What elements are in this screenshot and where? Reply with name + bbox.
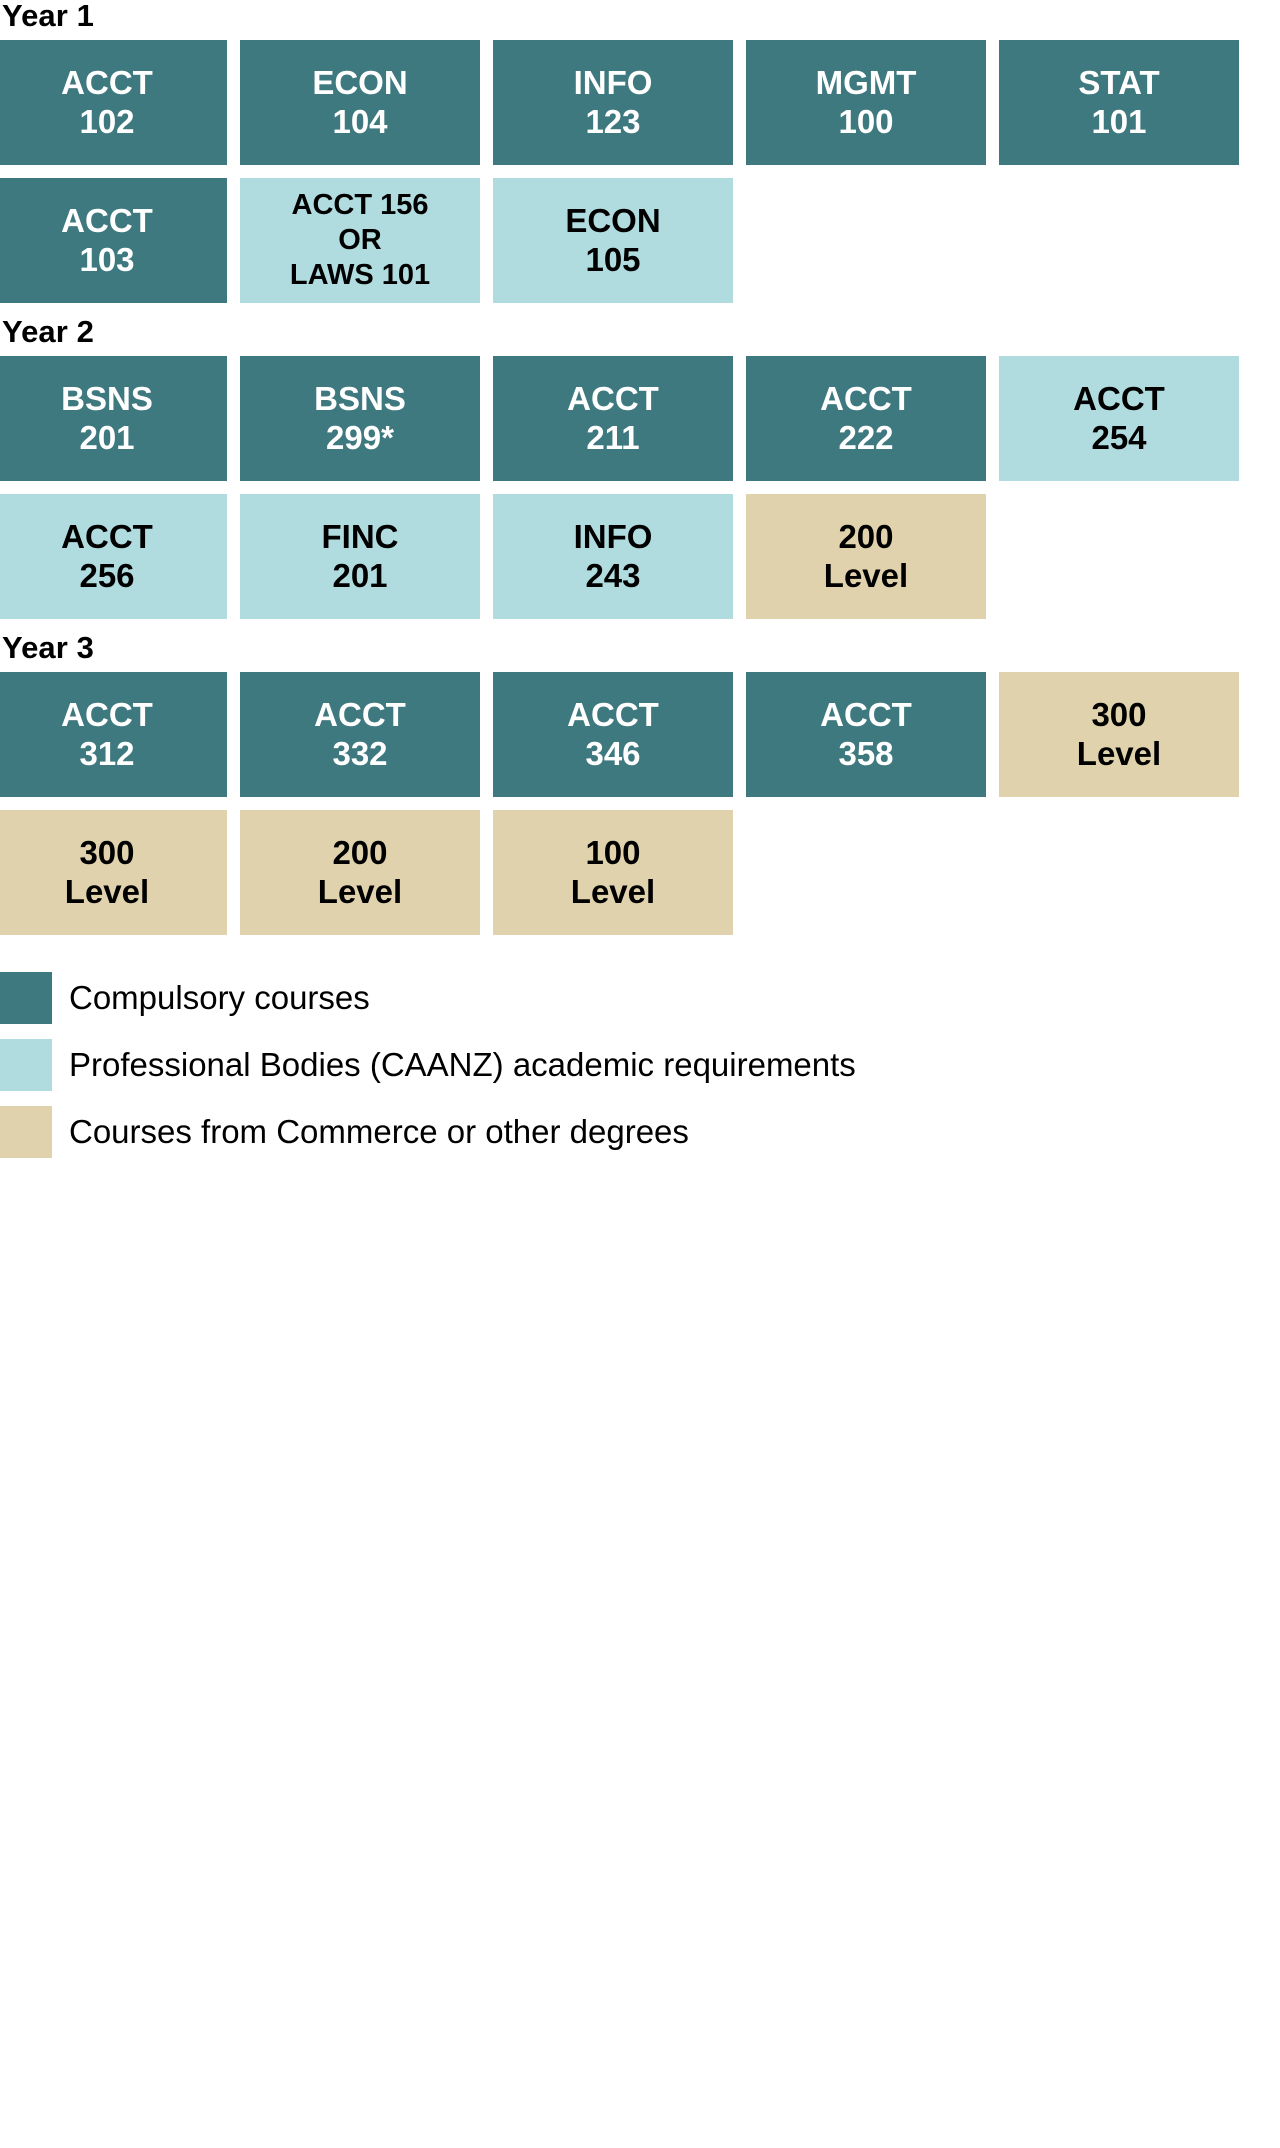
legend-label: Courses from Commerce or other degrees <box>69 1112 689 1150</box>
legend-swatch-icon <box>0 1039 52 1091</box>
course-planner-diagram: Year 1 ACCT 102 ECON 104 INFO 123 MGMT 1… <box>0 0 1280 1158</box>
course-cell[interactable]: ACCT 222 <box>746 356 986 481</box>
legend-label: Compulsory courses <box>69 978 370 1016</box>
course-cell[interactable]: STAT 101 <box>999 40 1239 165</box>
legend-label: Professional Bodies (CAANZ) academic req… <box>69 1045 856 1083</box>
course-cell[interactable]: ACCT 211 <box>493 356 733 481</box>
legend-item-caanz: Professional Bodies (CAANZ) academic req… <box>0 1039 1280 1091</box>
course-cell-empty <box>999 494 1239 619</box>
year-block-3: Year 3 ACCT 312 ACCT 332 ACCT 346 ACCT 3… <box>0 632 1280 935</box>
course-cell-empty <box>746 178 986 303</box>
course-cell-empty <box>999 178 1239 303</box>
legend-swatch-icon <box>0 972 52 1024</box>
course-cell[interactable]: BSNS 299* <box>240 356 480 481</box>
course-row: 300 Level 200 Level 100 Level <box>0 810 1280 935</box>
course-cell[interactable]: ECON 105 <box>493 178 733 303</box>
course-cell[interactable]: ACCT 102 <box>0 40 227 165</box>
course-row: ACCT 103 ACCT 156 OR LAWS 101 ECON 105 <box>0 178 1280 303</box>
course-cell[interactable]: INFO 243 <box>493 494 733 619</box>
course-cell[interactable]: FINC 201 <box>240 494 480 619</box>
course-cell[interactable]: ACCT 103 <box>0 178 227 303</box>
course-cell[interactable]: ACCT 254 <box>999 356 1239 481</box>
course-cell[interactable]: ACCT 156 OR LAWS 101 <box>240 178 480 303</box>
course-cell[interactable]: ECON 104 <box>240 40 480 165</box>
course-cell[interactable]: ACCT 332 <box>240 672 480 797</box>
course-cell-empty <box>999 810 1239 935</box>
year-block-1: Year 1 ACCT 102 ECON 104 INFO 123 MGMT 1… <box>0 0 1280 303</box>
course-cell[interactable]: ACCT 346 <box>493 672 733 797</box>
course-cell[interactable]: BSNS 201 <box>0 356 227 481</box>
course-cell[interactable]: ACCT 256 <box>0 494 227 619</box>
legend-swatch-icon <box>0 1106 52 1158</box>
course-row: ACCT 312 ACCT 332 ACCT 346 ACCT 358 300 … <box>0 672 1280 797</box>
course-row: ACCT 256 FINC 201 INFO 243 200 Level <box>0 494 1280 619</box>
legend: Compulsory courses Professional Bodies (… <box>0 972 1280 1158</box>
course-cell[interactable]: 200 Level <box>746 494 986 619</box>
legend-item-elective: Courses from Commerce or other degrees <box>0 1106 1280 1158</box>
year-block-2: Year 2 BSNS 201 BSNS 299* ACCT 211 ACCT … <box>0 316 1280 619</box>
course-cell-empty <box>746 810 986 935</box>
course-cell[interactable]: ACCT 358 <box>746 672 986 797</box>
course-row: ACCT 102 ECON 104 INFO 123 MGMT 100 STAT… <box>0 40 1280 165</box>
legend-item-compulsory: Compulsory courses <box>0 972 1280 1024</box>
course-cell[interactable]: ACCT 312 <box>0 672 227 797</box>
course-cell[interactable]: INFO 123 <box>493 40 733 165</box>
course-cell[interactable]: 200 Level <box>240 810 480 935</box>
course-row: BSNS 201 BSNS 299* ACCT 211 ACCT 222 ACC… <box>0 356 1280 481</box>
year-heading: Year 3 <box>2 630 94 665</box>
course-cell[interactable]: MGMT 100 <box>746 40 986 165</box>
course-cell[interactable]: 300 Level <box>999 672 1239 797</box>
year-heading: Year 1 <box>2 0 94 33</box>
course-cell[interactable]: 300 Level <box>0 810 227 935</box>
year-heading: Year 2 <box>2 314 94 349</box>
course-cell[interactable]: 100 Level <box>493 810 733 935</box>
